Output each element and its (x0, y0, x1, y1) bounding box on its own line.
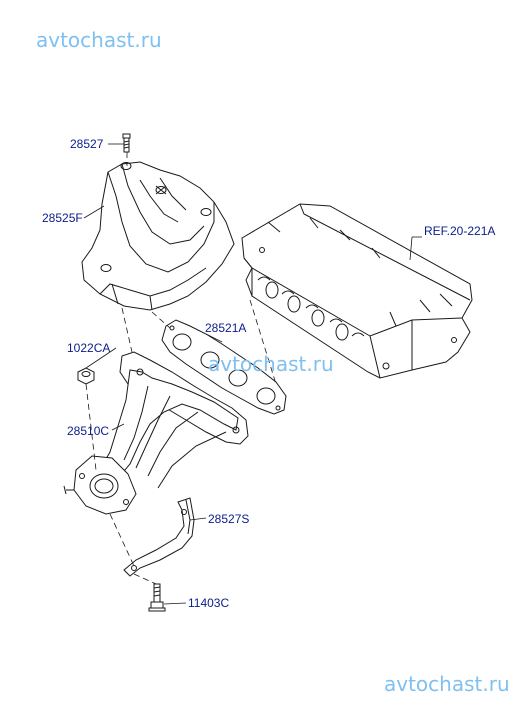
callout-manifold[interactable]: 28510C (67, 424, 110, 438)
heat-shield-drawing (81, 161, 235, 311)
watermark-bottom: avtochast.ru (384, 672, 510, 696)
callout-gasket[interactable]: 28521A (205, 321, 247, 335)
callout-heat-shield[interactable]: 28525F (42, 211, 83, 225)
cylinder-head-drawing (241, 203, 473, 379)
reference-label[interactable]: REF.20-221A (424, 224, 496, 238)
callout-bolt-top[interactable]: 28527 (70, 137, 104, 151)
watermark-center: avtochast.ru (208, 352, 334, 376)
callout-bolt-bottom[interactable]: 11403C (188, 596, 230, 610)
leader-lines (83, 143, 422, 605)
bolt-top-drawing (122, 133, 131, 153)
watermark-top: avtochast.ru (36, 28, 162, 52)
nut-drawing (77, 367, 95, 385)
callout-nut[interactable]: 1022CA (67, 341, 111, 355)
callout-bracket[interactable]: 28527S (208, 512, 250, 526)
bolt-bottom-drawing (148, 583, 166, 612)
manifold-drawing (63, 351, 249, 515)
bracket-drawing (123, 497, 195, 577)
assembly-lines (85, 152, 277, 585)
